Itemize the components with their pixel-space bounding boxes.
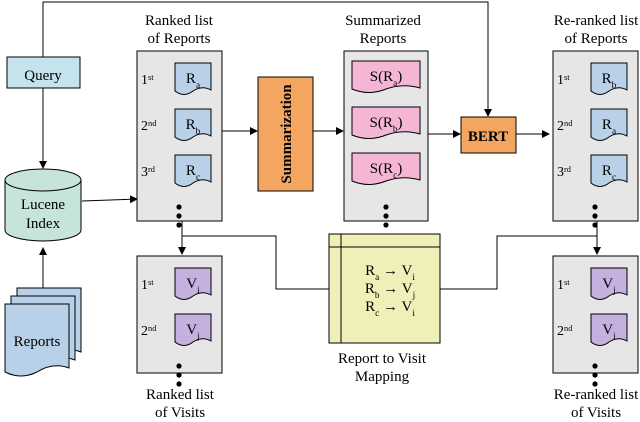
ranked-to-mapping-line — [182, 235, 329, 290]
ellipsis-dot — [592, 381, 598, 387]
summary-document-icon — [351, 60, 421, 93]
ranked-report-label: Ra — [186, 71, 200, 91]
reranked-visit-label: Vj — [602, 276, 615, 296]
ellipsis-dot — [592, 363, 598, 369]
ellipsis-dot — [592, 372, 598, 378]
ellipsis-dot — [176, 363, 182, 369]
summarized-title-1: Summarized — [345, 13, 421, 29]
summarized-reports-panel: S(Ra) S(Rb) S(Rc) — [343, 50, 429, 228]
mapping-row: Ra → Vi — [365, 263, 415, 283]
rank-label: 2nd — [141, 119, 157, 135]
ranked-reports-panel: 1st Ra 2nd Rb 3rd Rc — [136, 50, 223, 228]
ellipsis-dot — [592, 222, 598, 228]
summarization-label: Summarization — [279, 84, 295, 184]
summary-document-icon — [351, 152, 421, 185]
ellipsis-dot — [176, 204, 182, 210]
summary-label: S(Ra) — [370, 69, 402, 89]
bert-label: BERT — [468, 129, 508, 145]
reranked-reports-title-1: Re-ranked list — [554, 13, 639, 29]
rank-label: 1st — [141, 73, 154, 89]
index-label-line1: Lucene — [21, 197, 65, 213]
ellipsis-dot — [592, 204, 598, 210]
ranked-reports-title-2: of Reports — [148, 31, 211, 47]
summarization-box: Summarization — [257, 76, 314, 192]
query-to-bert-line — [42, 1, 492, 117]
reranked-reports-title-2: of Reports — [565, 31, 628, 47]
summary-label: S(Rb) — [370, 115, 403, 135]
document-icon — [590, 62, 628, 95]
reranked-report-label: Ra — [602, 117, 616, 137]
summary-label: S(Rc) — [370, 161, 402, 181]
mapping-title-1: Report to Visit — [338, 351, 427, 367]
reranked-report-label: Rc — [602, 163, 616, 183]
summarized-title-2: Reports — [360, 31, 407, 47]
ranked-reports-title-1: Ranked list — [145, 13, 214, 29]
rank-label: 3rd — [557, 165, 572, 181]
reranked-visits-title-1: Re-ranked list — [554, 387, 639, 403]
ellipsis-dot — [176, 381, 182, 387]
reranked-visit-label: Vi — [602, 322, 616, 342]
reranked-visits-title-2: of Visits — [571, 405, 621, 421]
mapping-row: Rb → Vj — [365, 281, 415, 301]
rank-label: 1st — [557, 73, 570, 89]
ellipsis-dot — [383, 213, 389, 219]
document-icon — [590, 267, 628, 300]
document-icon — [174, 154, 212, 187]
rank-label: 3rd — [141, 165, 156, 181]
reports-document-stack: Reports — [4, 287, 82, 377]
rank-label: 1st — [141, 278, 154, 294]
rank-label: 2nd — [141, 324, 157, 340]
query-box: Query — [6, 56, 81, 89]
ellipsis-dot — [383, 222, 389, 228]
document-icon — [590, 154, 628, 187]
ellipsis-dot — [383, 204, 389, 210]
ranked-report-label: Rb — [186, 117, 201, 137]
mapping-to-reranked-line — [440, 235, 597, 290]
document-icon — [590, 108, 628, 141]
index-label-line2: Index — [26, 216, 61, 232]
rank-label: 2nd — [557, 324, 573, 340]
document-icon — [590, 313, 628, 346]
ranked-visits-title-2: of Visits — [155, 405, 205, 421]
summary-document-icon — [351, 106, 421, 139]
titles: Ranked list of Reports Summarized Report… — [145, 13, 639, 421]
reranked-reports-panel: 1st Rb 2nd Ra 3rd Rc — [552, 50, 639, 228]
ranked-visit-label: Vi — [186, 276, 200, 296]
lucene-index-cylinder: Lucene Index — [4, 168, 82, 242]
ellipsis-dot — [592, 213, 598, 219]
document-icon — [174, 108, 212, 141]
reranked-visits-panel: 1st Vj 2nd Vi — [552, 255, 639, 387]
reranked-report-label: Rb — [602, 71, 617, 91]
rank-label: 1st — [557, 278, 570, 294]
ellipsis-dot — [176, 222, 182, 228]
ranked-visits-title-1: Ranked list — [146, 387, 215, 403]
ranked-visits-panel: 1st Vi 2nd Vj — [136, 255, 223, 387]
document-icon — [174, 313, 212, 346]
mapping-title-2: Mapping — [355, 369, 410, 385]
document-icon — [174, 62, 212, 95]
index-to-ranked-arrow — [81, 195, 138, 204]
ellipsis-dot — [176, 372, 182, 378]
rank-label: 2nd — [557, 119, 573, 135]
bert-box: BERT — [460, 116, 517, 154]
ellipsis-dot — [176, 213, 182, 219]
reports-label: Reports — [14, 334, 61, 350]
ranked-report-label: Rc — [186, 163, 200, 183]
mapping-row: Rc → Vi — [365, 299, 415, 319]
document-icon — [174, 267, 212, 300]
query-label: Query — [24, 68, 62, 84]
ranked-visit-label: Vj — [186, 322, 199, 342]
